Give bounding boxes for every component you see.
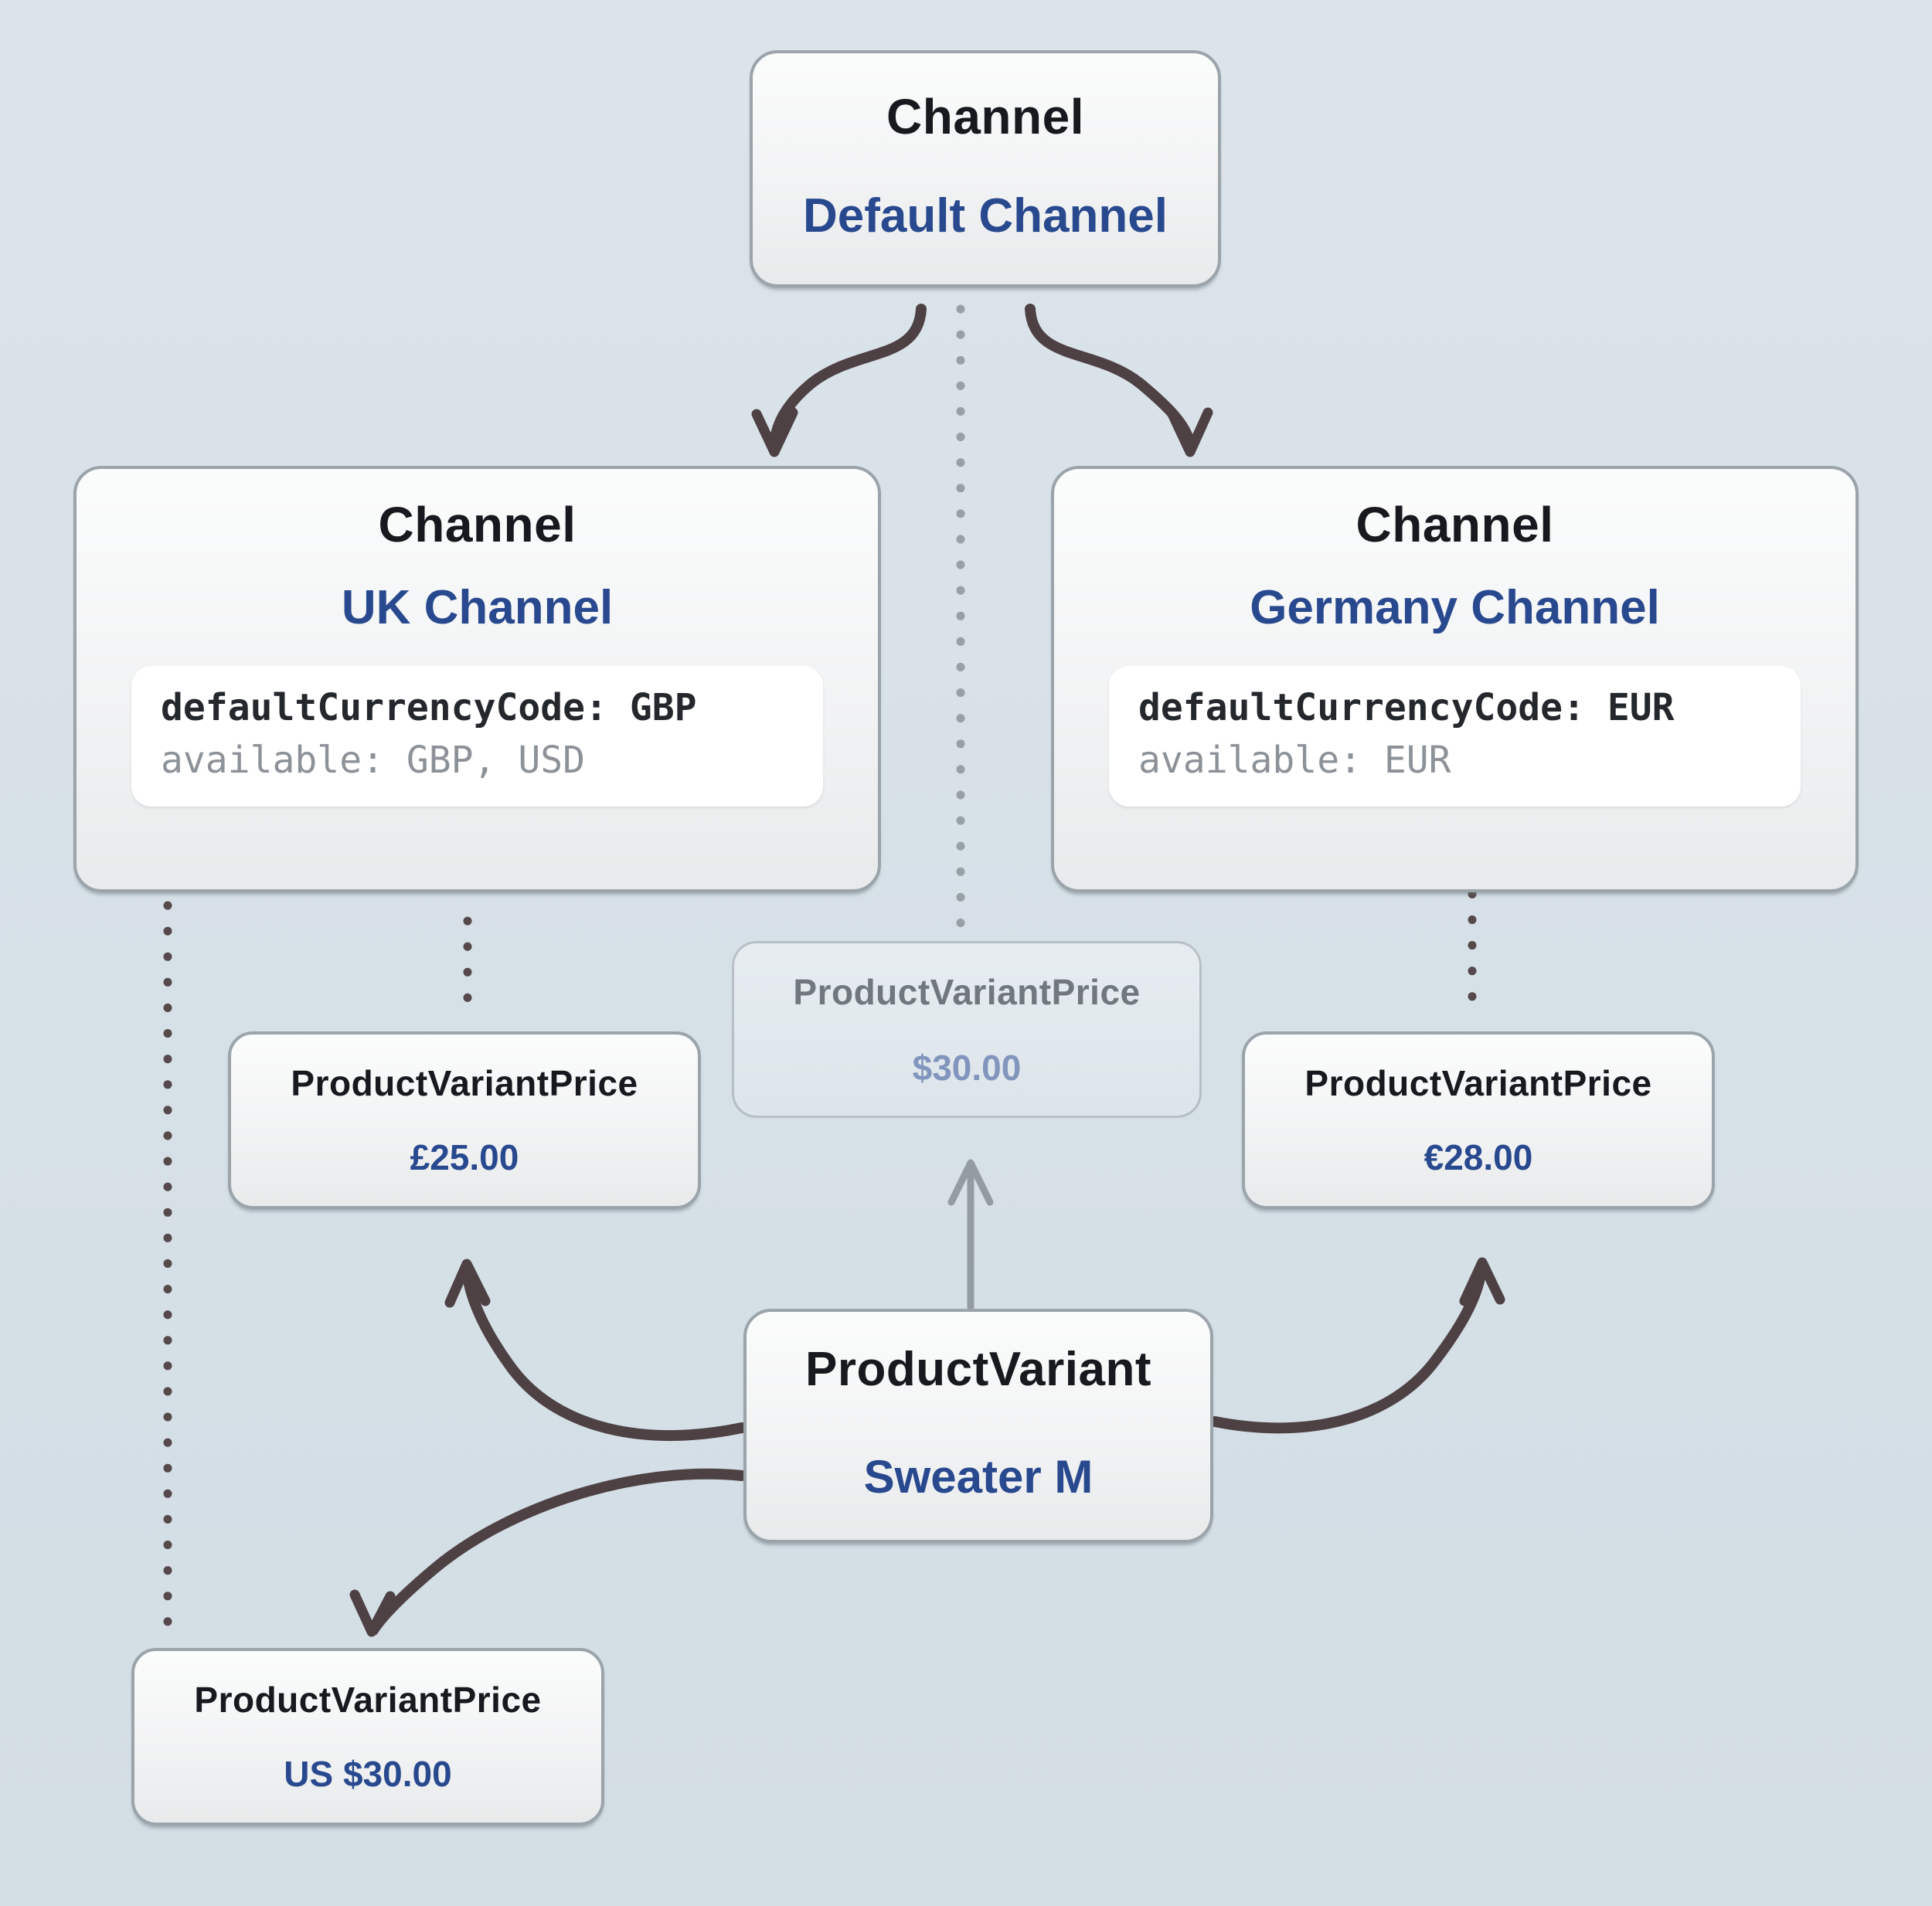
price-value-label: £25.00 xyxy=(410,1137,519,1177)
price-value-label: €28.00 xyxy=(1423,1137,1533,1177)
edge-default-to-uk-arrow xyxy=(751,304,927,457)
node-name-label: Germany Channel xyxy=(1250,581,1660,634)
node-name-label: Default Channel xyxy=(803,189,1168,243)
uk-currency-code-box: defaultCurrencyCode: GBP available: GBP,… xyxy=(131,666,823,807)
node-type-label: ProductVariantPrice xyxy=(1304,1063,1652,1103)
node-type-label: Channel xyxy=(1355,497,1554,552)
default-currency-code-line: defaultCurrencyCode: EUR xyxy=(1138,686,1675,729)
node-name-label: Sweater M xyxy=(863,1451,1094,1503)
node-uk-price: ProductVariantPrice £25.00 xyxy=(228,1031,701,1209)
node-default-channel: Channel Default Channel xyxy=(750,50,1221,287)
node-uk-channel: Channel UK Channel defaultCurrencyCode: … xyxy=(73,466,881,892)
node-name-label: UK Channel xyxy=(341,581,614,634)
edge-variant-to-gbp-price-arrow xyxy=(444,1259,747,1442)
node-type-label: ProductVariantPrice xyxy=(291,1063,638,1103)
edge-variant-to-default-price-arrow xyxy=(947,1159,994,1311)
node-default-channel-price-ghost: ProductVariantPrice $30.00 xyxy=(732,941,1202,1118)
edge-variant-to-usd-price-arrow xyxy=(349,1468,747,1637)
edge-variant-to-eur-price-arrow xyxy=(1209,1257,1505,1434)
node-type-label: ProductVariant xyxy=(805,1343,1151,1396)
edge-default-to-germany-arrow xyxy=(1025,304,1213,457)
available-currencies-line: available: EUR xyxy=(1138,739,1451,782)
node-type-label: ProductVariantPrice xyxy=(793,972,1141,1012)
germany-currency-code-box: defaultCurrencyCode: EUR available: EUR xyxy=(1109,666,1801,807)
node-germany-channel: Channel Germany Channel defaultCurrencyC… xyxy=(1051,466,1859,892)
node-product-variant: ProductVariant Sweater M xyxy=(743,1309,1213,1543)
node-type-label: ProductVariantPrice xyxy=(194,1680,542,1720)
node-germany-price: ProductVariantPrice €28.00 xyxy=(1242,1031,1715,1209)
default-currency-code-line: defaultCurrencyCode: GBP xyxy=(161,686,697,729)
price-value-label: US $30.00 xyxy=(284,1754,452,1794)
available-currencies-line: available: GBP, USD xyxy=(161,739,586,782)
node-us-price: ProductVariantPrice US $30.00 xyxy=(131,1648,604,1826)
price-value-label: $30.00 xyxy=(912,1048,1022,1088)
node-type-label: Channel xyxy=(378,497,577,552)
node-type-label: Channel xyxy=(886,89,1084,144)
